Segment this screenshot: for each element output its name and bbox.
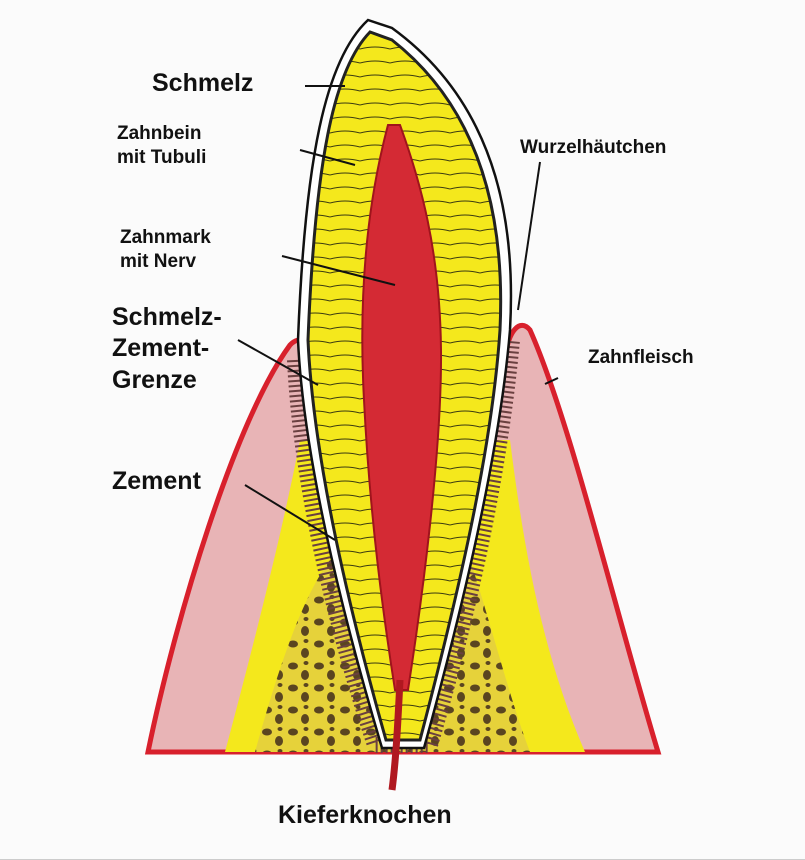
pulp bbox=[361, 124, 443, 691]
label-zahnbein-line2: mit Tubuli bbox=[117, 146, 207, 168]
label-kieferknochen: Kieferknochen bbox=[278, 801, 452, 829]
nerve bbox=[388, 679, 404, 791]
label-schmelz: Schmelz bbox=[152, 69, 254, 97]
label-zement: Zement bbox=[112, 467, 201, 495]
label-zahnfleisch: Zahnfleisch bbox=[588, 347, 694, 368]
label-grenze-line2: Zement- bbox=[112, 334, 210, 363]
periodontal-ligament bbox=[287, 339, 520, 753]
label-wurzelhaeutchen: Wurzelhäutchen bbox=[520, 137, 667, 158]
label-grenze-line1: Schmelz- bbox=[112, 303, 222, 331]
label-grenze-line3: Grenze bbox=[112, 365, 197, 394]
label-zahnbein-line1: Zahnbein bbox=[117, 123, 202, 144]
label-zahnmark-line1: Zahnmark bbox=[120, 227, 211, 248]
label-schmelz-zement-grenze: Schmelz- Zement-Grenze bbox=[112, 302, 222, 396]
label-zahnmark-line2: mit Nerv bbox=[120, 250, 197, 272]
pointer-lines bbox=[237, 85, 559, 541]
